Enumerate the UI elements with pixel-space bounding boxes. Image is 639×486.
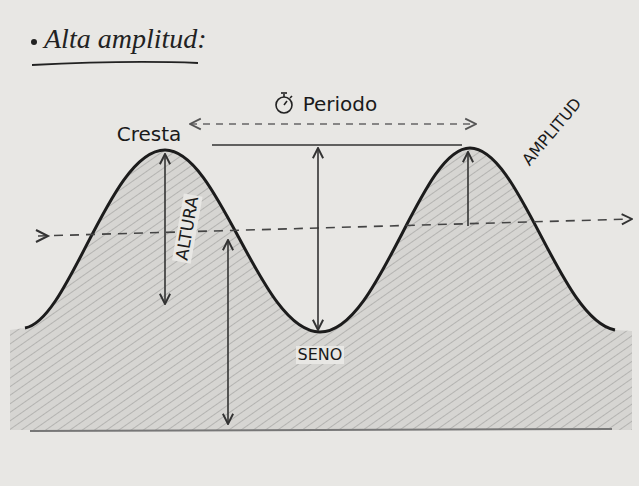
amplitude-arrow (467, 152, 469, 226)
crest-label: Cresta (115, 123, 184, 145)
hatching (10, 148, 632, 430)
shaded-area (10, 148, 632, 430)
ground-line (30, 429, 612, 431)
title: Alta amplitud: (44, 24, 207, 55)
period-label: Periodo (301, 93, 380, 115)
wave-curve (25, 148, 615, 332)
title-underline (32, 62, 198, 65)
period-arrow (190, 123, 476, 125)
ground-height-arrow (227, 240, 229, 424)
midline-tail (36, 230, 48, 242)
title-bullet (31, 39, 37, 45)
crest-line (212, 144, 462, 146)
trough-label: SENO (296, 346, 345, 364)
wave-height-arrow (317, 148, 319, 330)
amplitude-label: AMPLITUD (518, 93, 587, 170)
midline (38, 219, 632, 236)
stopwatch-icon (276, 93, 292, 113)
height-arrow (164, 154, 166, 304)
